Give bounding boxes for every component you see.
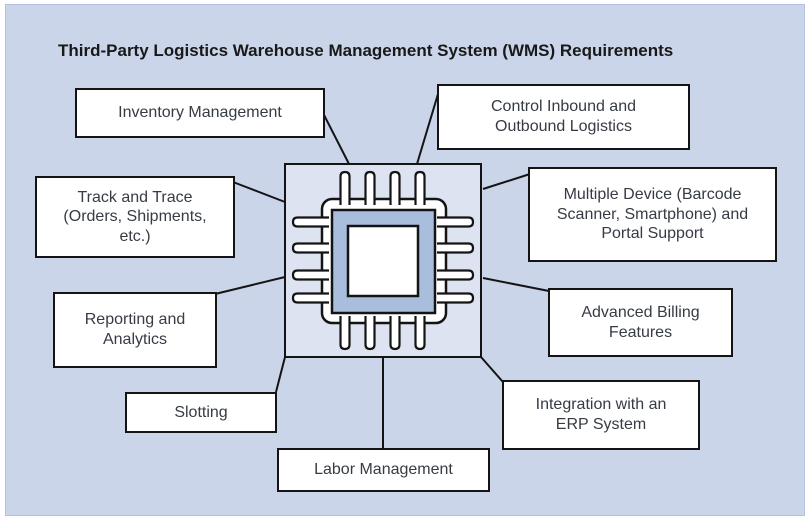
chip-pin (364, 316, 376, 351)
figure-title: Third-Party Logistics Warehouse Manageme… (58, 41, 674, 60)
node-control-inbound-outbound: Control Inbound and Outbound Logistics (437, 84, 690, 150)
node-label: Reporting and Analytics (84, 311, 186, 348)
chip-pins (291, 170, 475, 351)
chip-pin (339, 170, 351, 205)
node-label: Labor Management (314, 461, 453, 479)
node-reporting-analytics: Reporting and Analytics (53, 292, 217, 368)
chip-pin (364, 170, 376, 205)
chip-pin (291, 242, 329, 254)
node-label: Advanced Billing Features (581, 303, 700, 341)
chip-pin (339, 316, 351, 351)
cpu-chip-icon (284, 163, 482, 358)
chip-pin (437, 216, 475, 228)
chip-pin (437, 242, 475, 254)
node-label: Control Inbound and Outbound Logistics (491, 98, 636, 135)
chip-pin (437, 292, 475, 304)
node-labor-management: Labor Management (277, 448, 490, 492)
node-advanced-billing: Advanced Billing Features (548, 288, 733, 357)
chip-pin (389, 170, 401, 205)
node-integration-erp: Integration with an ERP System (502, 380, 700, 450)
node-multiple-device-support: Multiple Device (Barcode Scanner, Smartp… (528, 167, 777, 262)
chip-pin (414, 170, 426, 205)
node-label: Track and Trace (Orders, Shipments, etc.… (63, 188, 207, 245)
node-label: Multiple Device (Barcode Scanner, Smartp… (556, 186, 749, 243)
node-label: Inventory Management (118, 104, 282, 122)
node-label: Slotting (174, 403, 228, 421)
chip-pin (414, 316, 426, 351)
chip-pin (291, 269, 329, 281)
chip-core-rect (346, 224, 420, 298)
node-slotting: Slotting (125, 392, 277, 433)
cpu-chip-panel (284, 163, 482, 358)
chip-pin (291, 216, 329, 228)
chip-pin (389, 316, 401, 351)
chip-pin (291, 292, 329, 304)
chip-pin (437, 269, 475, 281)
node-track-and-trace: Track and Trace (Orders, Shipments, etc.… (35, 176, 235, 258)
node-inventory-management: Inventory Management (75, 88, 325, 138)
node-label: Integration with an ERP System (535, 396, 667, 433)
